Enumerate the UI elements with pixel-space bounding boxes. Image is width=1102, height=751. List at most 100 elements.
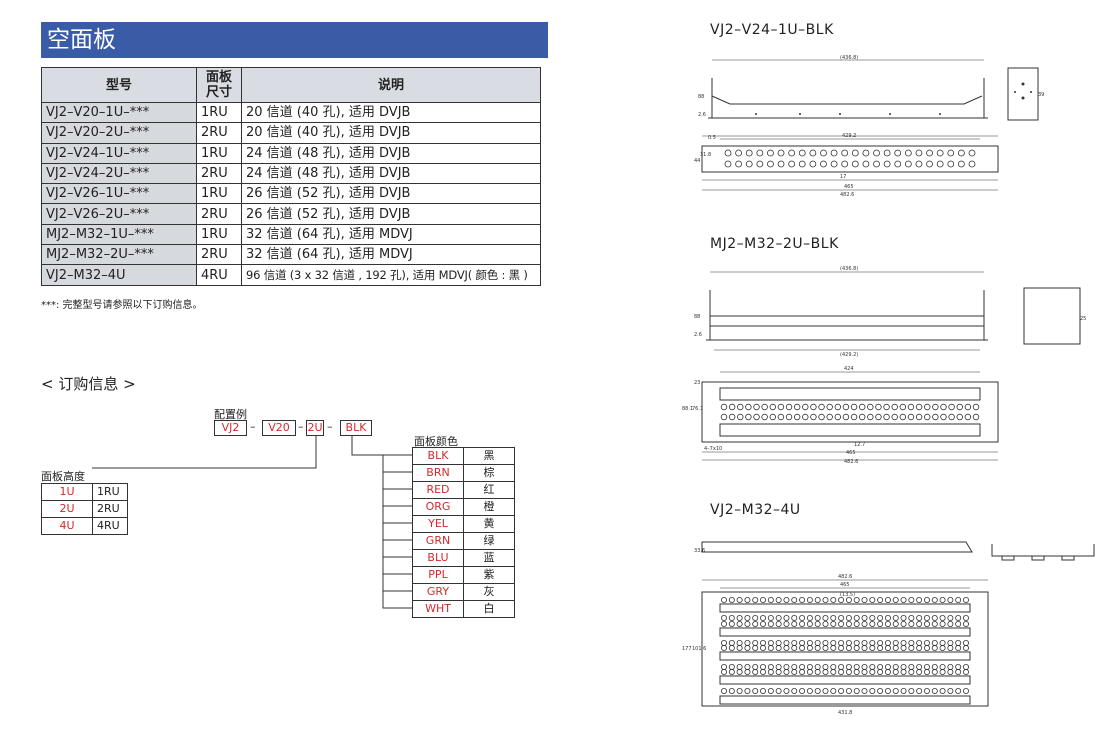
- jack-hole: [939, 663, 946, 670]
- jack-hole: [948, 413, 955, 421]
- jack-hole: [900, 597, 907, 604]
- jack-hole: [926, 149, 933, 157]
- jack-hole: [799, 615, 806, 622]
- jack-hole: [767, 149, 774, 157]
- jack-hole: [850, 403, 858, 411]
- model-note: ***: 完整型号请参照以下订购信息。: [41, 300, 203, 311]
- jack-hole: [923, 640, 930, 647]
- color-name: 绿: [463, 532, 515, 550]
- jack-hole: [736, 597, 743, 604]
- jack-hole: [728, 687, 735, 694]
- example-part-series: VJ2: [214, 420, 247, 436]
- color-code: WHT: [412, 600, 464, 618]
- jack-hole: [923, 615, 930, 622]
- jack-hole: [775, 615, 782, 622]
- height-code: 4U: [41, 517, 93, 535]
- jack-hole: [760, 615, 767, 622]
- jack-hole: [891, 413, 898, 421]
- jack-hole: [892, 621, 899, 628]
- jack-hole: [818, 403, 825, 411]
- jack-hole: [924, 403, 931, 411]
- jack-hole: [916, 645, 923, 652]
- jack-hole: [962, 663, 969, 670]
- jack-hole: [788, 160, 796, 168]
- jack-hole: [957, 160, 965, 168]
- jack-hole: [724, 160, 732, 168]
- jack-hole: [721, 687, 728, 694]
- jack-hole: [752, 640, 759, 647]
- example-label: 配置例: [214, 408, 247, 421]
- jack-hole: [791, 668, 798, 675]
- dim-bottom-width: (429.2): [840, 352, 858, 358]
- size-cell: 4RU: [196, 264, 242, 286]
- jack-hole: [752, 645, 759, 652]
- jack-hole: [875, 413, 882, 421]
- jack-hole: [861, 621, 868, 628]
- diagram-mj2-m32-2u: (436.8) 88 2.6 (429.2) 424 88.1 76.1 23 …: [682, 266, 1086, 465]
- jack-hole: [767, 687, 774, 694]
- jack-hole: [745, 413, 752, 421]
- height-name: 2RU: [92, 500, 128, 518]
- jack-hole: [799, 597, 806, 604]
- dim-top-sub: 2.6: [694, 332, 702, 338]
- dim-pitch: 17: [840, 174, 846, 180]
- jack-hole: [752, 615, 759, 622]
- color-label: 面板颜色: [414, 435, 458, 448]
- jack-hole: [884, 645, 891, 652]
- jack-hole: [814, 621, 821, 628]
- jack-hole: [869, 663, 876, 670]
- jack-hole: [736, 640, 743, 647]
- jack-hole: [822, 621, 829, 628]
- jack-hole: [884, 621, 891, 628]
- desc-cell: 32 信道 (64 孔), 适用 MDVJ: [241, 244, 541, 266]
- jack-hole: [736, 663, 743, 670]
- jack-hole: [744, 687, 751, 694]
- jack-hole: [877, 645, 884, 652]
- jack-hole: [869, 687, 876, 694]
- jack-hole: [745, 403, 752, 411]
- dim-face-width: 429.2: [842, 133, 856, 139]
- jack-hole: [955, 663, 962, 670]
- jack-hole: [830, 149, 838, 157]
- jack-hole: [799, 687, 806, 694]
- jack-hole: [907, 413, 915, 421]
- jack-hole: [924, 413, 931, 421]
- color-code: BLK: [412, 447, 464, 465]
- model-cell: MJ2–M32–1U–***: [41, 223, 197, 246]
- jack-hole: [791, 663, 798, 670]
- jack-hole: [853, 640, 860, 647]
- jack-hole: [791, 615, 798, 622]
- jack-hole: [728, 663, 735, 670]
- jack-hole: [830, 687, 837, 694]
- jack-hole: [728, 640, 735, 647]
- jack-hole: [853, 663, 860, 670]
- jack-hole: [830, 160, 838, 168]
- jack-hole: [908, 615, 915, 622]
- jack-hole: [838, 597, 845, 604]
- jack-hole: [853, 615, 860, 622]
- jack-hole: [955, 687, 962, 694]
- jack-hole: [830, 615, 837, 622]
- jack-hole: [838, 621, 845, 628]
- jack-hole: [861, 615, 868, 622]
- jack-hole: [802, 413, 809, 421]
- header-size-label: 面板尺寸: [205, 70, 232, 100]
- jack-hole: [884, 597, 891, 604]
- jack-hole: [845, 663, 852, 670]
- jack-hole: [955, 615, 962, 622]
- jack-hole: [841, 160, 849, 168]
- jack-hole: [767, 615, 774, 622]
- example-sep: –: [327, 420, 333, 433]
- jack-hole: [806, 615, 813, 622]
- jack-hole: [940, 403, 947, 411]
- jack-hole: [947, 687, 954, 694]
- jack-hole: [932, 413, 939, 421]
- dim-h44: 44: [694, 158, 700, 164]
